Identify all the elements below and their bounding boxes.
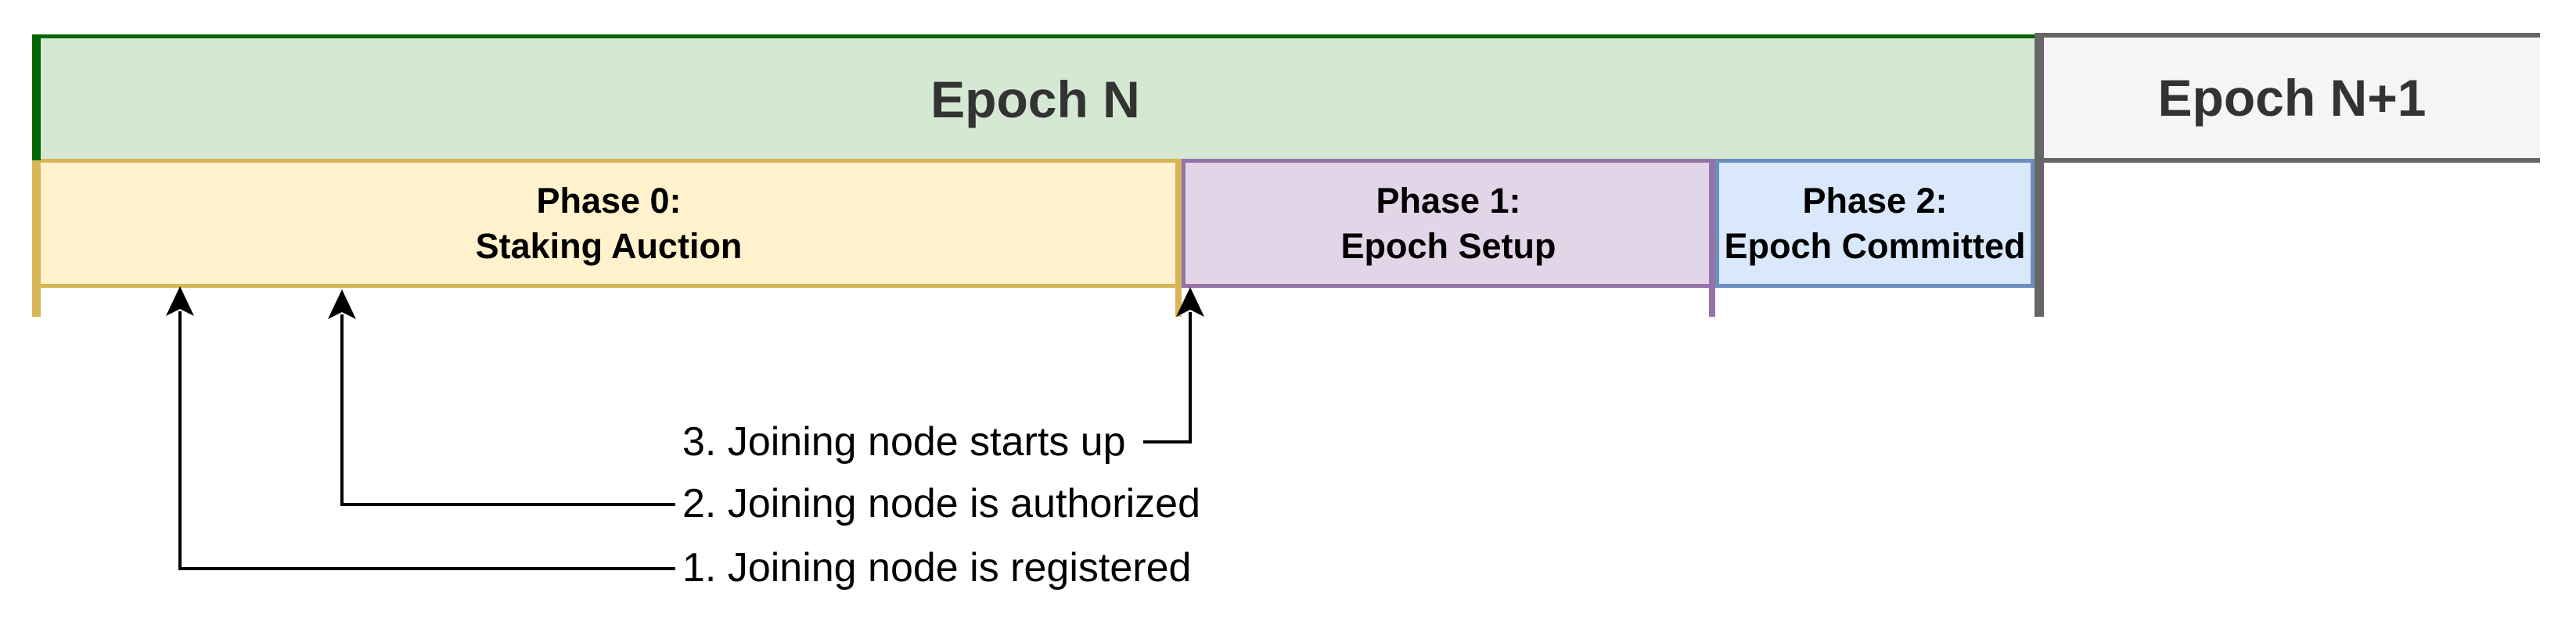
phase-0-subtitle: Staking Auction [475,225,743,266]
arrow-1-up-head-icon [166,286,194,316]
phase-0-box: Phase 0: Staking Auction [36,159,1182,288]
epoch-n-label: Epoch N [930,70,1140,128]
annotation-node-starts-up: 3. Joining node starts up [682,419,1126,465]
phase-1-title: Phase 1: [1376,180,1521,221]
phase-2-subtitle: Epoch Committed [1724,225,2026,266]
phase-boundary-tick-1-2 [1709,160,1715,317]
phase-0-title: Phase 0: [536,180,682,221]
arrow-3-line-horizontal [1143,440,1192,443]
annotation-node-authorized: 2. Joining node is authorized [682,481,1201,526]
epoch-boundary-divider [2035,33,2044,317]
arrow-2-up-head-icon [328,289,356,319]
arrow-1-line-vertical [178,311,182,570]
phase-0-start-marker [32,160,41,317]
epoch-n1-label: Epoch N+1 [2157,69,2427,127]
epoch-n-start-marker [32,34,41,160]
annotation-node-registered: 1. Joining node is registered [682,545,1192,591]
phase-2-box: Phase 2: Epoch Committed [1715,159,2035,288]
arrow-3-up-head-icon [1176,287,1204,317]
arrow-2-line-vertical [340,314,344,506]
arrow-2-line-horizontal [340,503,675,506]
phase-1-box: Phase 1: Epoch Setup [1182,159,1715,288]
arrow-1-line-horizontal [178,567,675,570]
phase-2-title: Phase 2: [1802,180,1948,221]
arrow-3-line-vertical [1189,312,1192,443]
phase-1-subtitle: Epoch Setup [1340,225,1556,266]
epoch-n-band: Epoch N [36,34,2035,160]
epoch-n1-band: Epoch N+1 [2044,33,2540,163]
phase-boundary-tick-0-1 [1175,160,1182,317]
